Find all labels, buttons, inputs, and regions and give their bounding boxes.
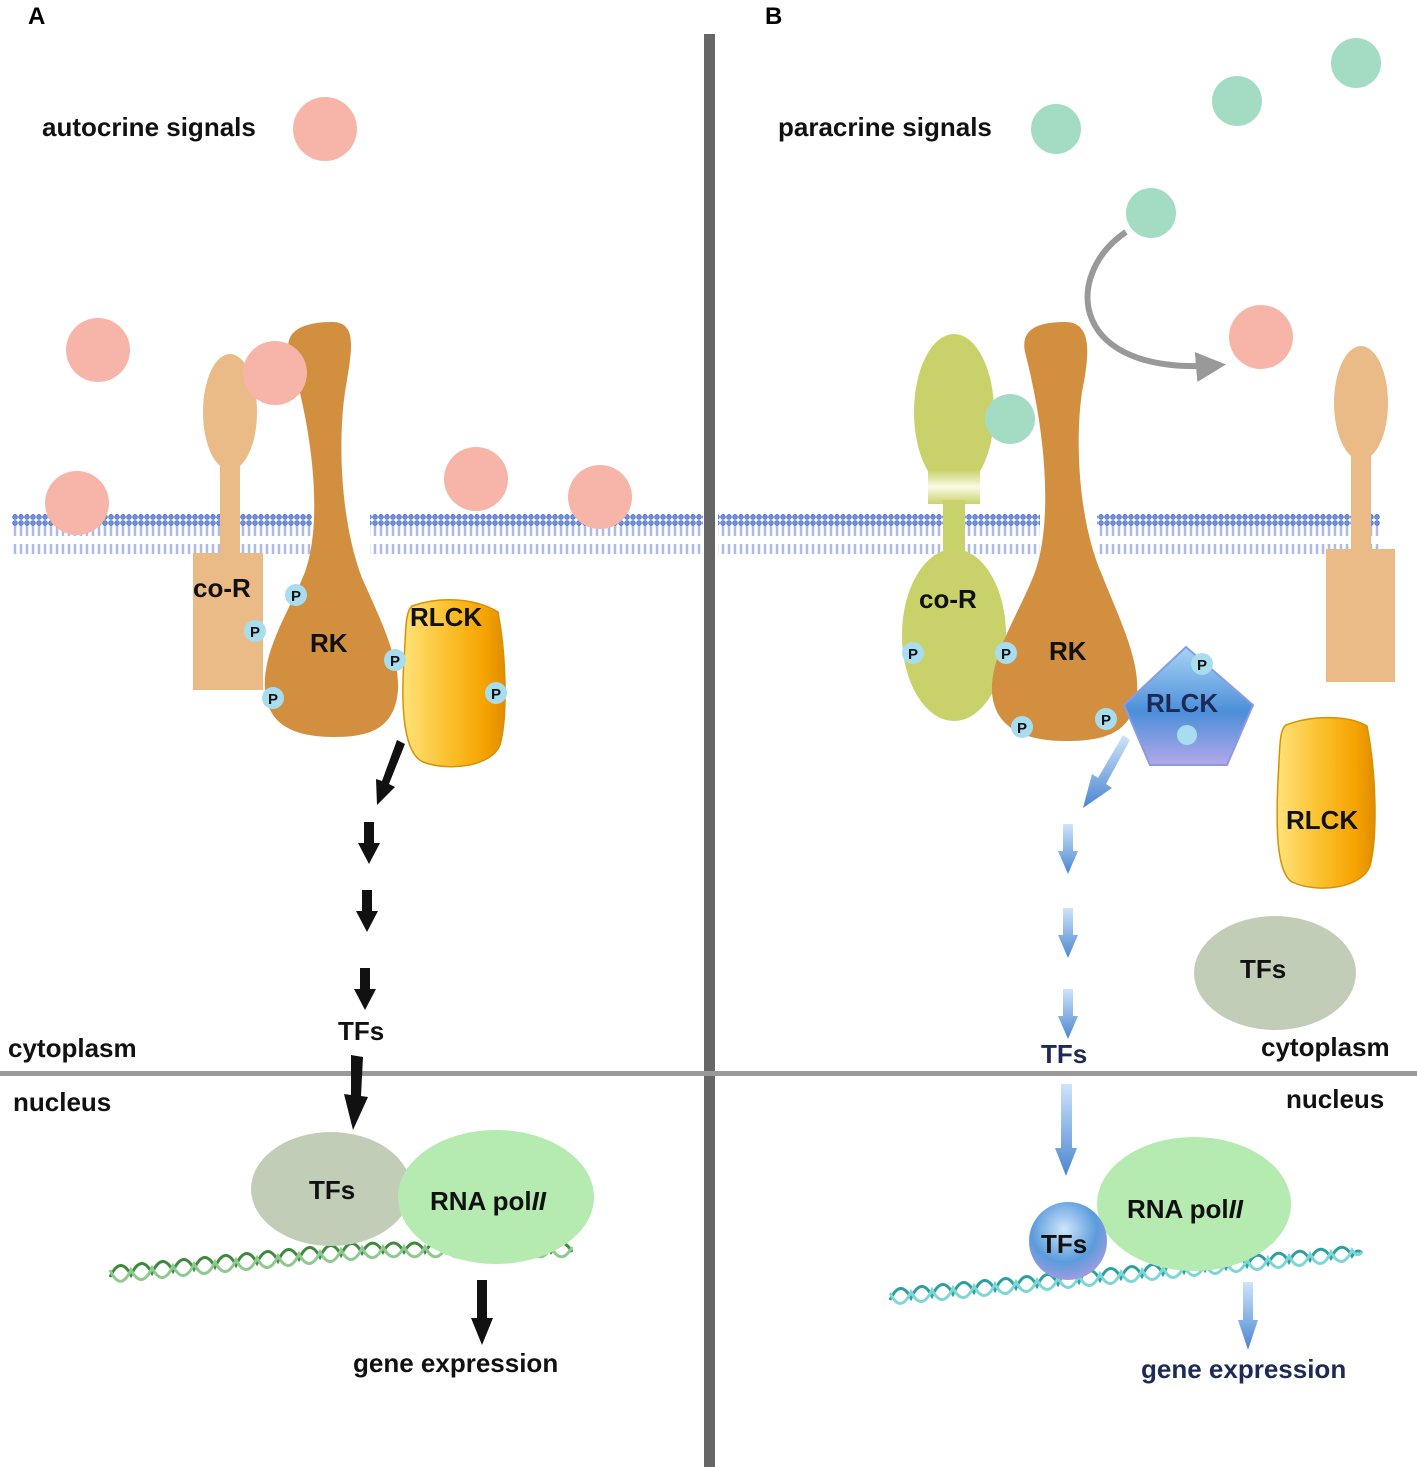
vertical-divider [704, 34, 715, 1467]
svg-text:P: P [908, 646, 918, 663]
rna-pol-b [1097, 1137, 1291, 1271]
unbound-receptor-ectodomain [1334, 346, 1388, 460]
gene-expression-a-label: gene expression [353, 1348, 558, 1378]
tfs-cytoplasm-a-label: TFs [338, 1016, 384, 1046]
tfs-nucleus-b [1029, 1202, 1107, 1280]
tfs-cytoplasm-b-label: TFs [1041, 1039, 1087, 1069]
co-receptor-a-label: co-R [193, 573, 251, 603]
unbound-receptor-kinase [1326, 549, 1395, 682]
paracrine-signal [1331, 38, 1381, 88]
svg-text:P: P [1197, 657, 1207, 674]
gene-expression-b-label: gene expression [1141, 1354, 1346, 1384]
co-receptor-b-label: co-R [919, 584, 977, 614]
svg-text:P: P [1001, 646, 1011, 663]
phospho-group: P [1011, 716, 1033, 738]
autocrine-signal [293, 97, 357, 161]
autocrine-signal [444, 447, 508, 511]
tfs-nucleus-a-label: TFs [309, 1175, 355, 1205]
phospho-group: P [285, 584, 307, 606]
rlck-b-active-label: RLCK [1146, 688, 1218, 718]
tfs-nucleus-b-label: TFs [1041, 1229, 1087, 1259]
paracrine-signals-label: paracrine signals [778, 112, 992, 142]
rlck-b-active [1122, 645, 1255, 766]
autocrine-signal [66, 318, 130, 382]
membrane-b-left [718, 514, 1040, 554]
phospho-group: P [485, 682, 507, 704]
panel-b-letter: B [765, 3, 782, 30]
competition-arrow [1084, 229, 1226, 382]
tfs-nucleus-a [251, 1132, 411, 1246]
svg-text:P: P [390, 653, 400, 670]
svg-text:P: P [1101, 712, 1111, 729]
rna-pol-a [398, 1130, 594, 1264]
tfs-free-b-label: TFs [1240, 954, 1286, 984]
paracrine-signal [1126, 188, 1176, 238]
receptor-kinase-b [991, 322, 1138, 741]
cytoplasm-label-b: cytoplasm [1261, 1032, 1390, 1062]
co-receptor-a-ectodomain [203, 354, 257, 470]
autocrine-signal-bound [243, 341, 307, 405]
co-receptor-b-ectodomain [914, 334, 994, 490]
phospho-group: P [384, 649, 406, 671]
co-receptor-b-kinase [902, 549, 1006, 721]
membrane-b-right [1097, 514, 1380, 554]
rna-pol-a-label: RNA polII [430, 1186, 547, 1216]
paracrine-signal [1212, 76, 1262, 126]
svg-text:P: P [491, 686, 501, 703]
co-receptor-b-glow [928, 470, 980, 504]
rlck-a-label: RLCK [410, 602, 482, 632]
svg-text:P: P [250, 624, 260, 641]
autocrine-signal [45, 471, 109, 535]
receptor-kinase-a-label: RK [310, 628, 348, 658]
membrane-a-right [370, 514, 703, 554]
tfs-free-b [1194, 916, 1356, 1030]
signal-arrow-b [1055, 735, 1258, 1350]
panel-a-letter: A [28, 3, 45, 30]
phospho-group: P [244, 620, 266, 642]
phospho-group: P [995, 642, 1017, 664]
phospho-group: P [1095, 708, 1117, 730]
rlck-b-free [1276, 716, 1376, 889]
co-receptor-b-stalk [943, 500, 965, 555]
signal-arrow-a [344, 740, 493, 1345]
rna-pol-b-label: RNA polII [1127, 1194, 1244, 1224]
nucleus-label-b: nucleus [1286, 1084, 1384, 1114]
autocrine-signal [568, 465, 632, 529]
cytoplasm-label-a: cytoplasm [8, 1033, 137, 1063]
unbound-receptor-stalk [1351, 452, 1371, 554]
autocrine-signals-label: autocrine signals [42, 112, 256, 142]
phospho-group: P [1191, 653, 1213, 675]
autocrine-signal-displaced [1229, 305, 1293, 369]
svg-text:P: P [291, 588, 301, 605]
svg-text:P: P [1017, 720, 1027, 737]
rlck-b-free-label: RLCK [1286, 805, 1358, 835]
dna-strand-b [888, 1245, 1364, 1305]
paracrine-signal [1031, 104, 1081, 154]
nucleus-label-a: nucleus [13, 1087, 111, 1117]
receptor-kinase-a [264, 322, 399, 737]
paracrine-signal-bound [985, 394, 1035, 444]
co-receptor-a-stalk [220, 460, 240, 555]
phospho-group: P [262, 687, 284, 709]
receptor-kinase-b-label: RK [1049, 636, 1087, 666]
nucleus-boundary [0, 1071, 1417, 1076]
svg-text:P: P [268, 691, 278, 708]
phospho-hidden [1177, 725, 1197, 745]
phospho-group: P [902, 642, 924, 664]
